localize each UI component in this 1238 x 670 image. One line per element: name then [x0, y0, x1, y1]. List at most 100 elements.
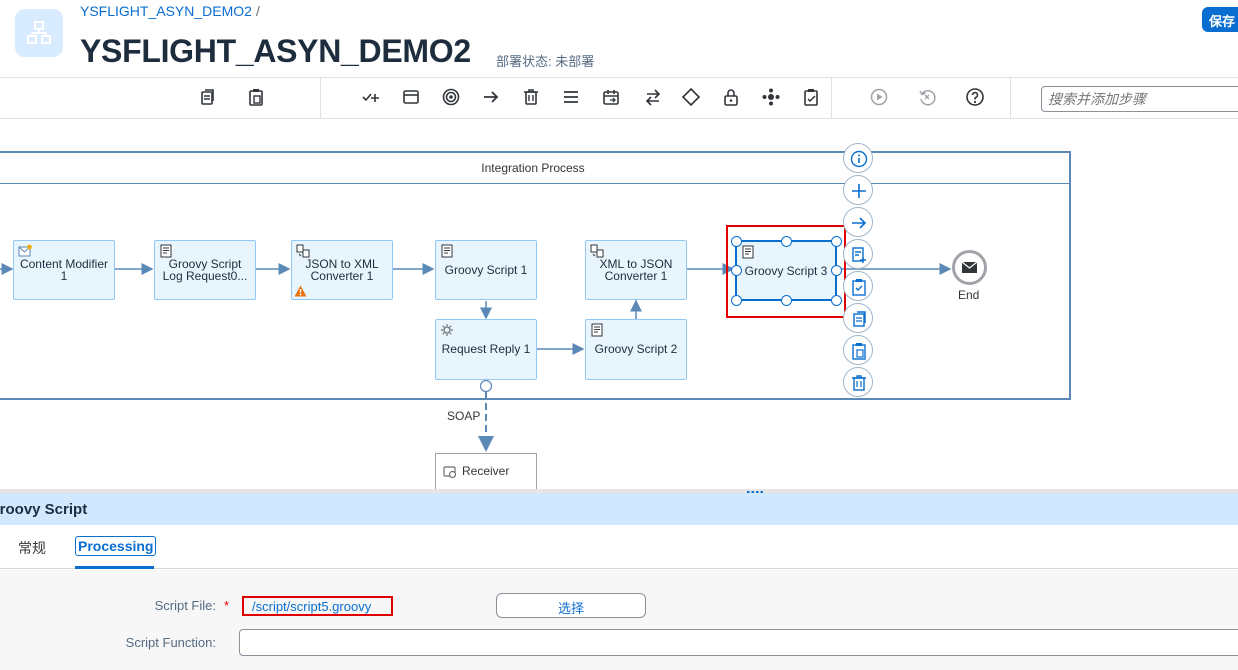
add-step-icon[interactable] — [361, 87, 383, 109]
breadcrumb: YSFLIGHT_ASYN_DEMO2/ — [80, 3, 260, 19]
step-label: Groovy Script — [168, 257, 242, 271]
menu-icon[interactable] — [561, 87, 583, 109]
step-groovy-log-request[interactable]: Groovy Script Log Request0... — [154, 240, 256, 300]
resize-handle[interactable] — [831, 265, 842, 276]
step-groovy-script-3[interactable]: Groovy Script 3 — [735, 240, 837, 301]
property-panel-header: Groovy Script — [0, 493, 1238, 525]
clipboard-check-icon[interactable] — [843, 271, 873, 301]
step-xml-to-json[interactable]: XML to JSON Converter 1 — [585, 240, 687, 300]
target-icon[interactable] — [441, 87, 463, 109]
content-modifier-icon — [18, 244, 32, 257]
connect-arrow-icon[interactable] — [843, 207, 873, 237]
delete-icon[interactable] — [521, 87, 543, 109]
lock-icon[interactable] — [721, 87, 743, 109]
toolbar-separator — [320, 78, 321, 118]
window-icon[interactable] — [401, 87, 423, 109]
selection-highlight-box — [726, 225, 846, 318]
tab-processing[interactable]: Processing — [75, 536, 157, 556]
swap-icon[interactable] — [643, 87, 665, 109]
script-icon — [160, 244, 172, 258]
gear-icon — [441, 324, 453, 336]
toolbar-separator — [831, 78, 832, 118]
toolbar-separator — [1010, 78, 1011, 118]
step-label: Groovy Script 3 — [744, 264, 828, 278]
script-icon — [591, 323, 603, 337]
step-request-reply[interactable]: Request Reply 1 — [435, 319, 537, 380]
step-label: Groovy Script 2 — [594, 342, 678, 356]
resize-handle[interactable] — [831, 236, 842, 247]
delete-icon[interactable] — [843, 367, 873, 397]
breadcrumb-link[interactable]: YSFLIGHT_ASYN_DEMO2 — [80, 3, 252, 19]
channel-anchor[interactable] — [479, 379, 493, 393]
resize-handle[interactable] — [731, 265, 742, 276]
copy-icon[interactable] — [843, 303, 873, 333]
processing-form: Script File: * /script/script5.groovy 选择… — [0, 570, 1238, 670]
editor-toolbar — [0, 77, 1238, 119]
deploy-status: 部署状态: 未部署 — [496, 54, 595, 69]
integration-flow-icon — [15, 9, 63, 57]
step-label: JSON to XML — [305, 257, 379, 271]
paste-icon[interactable] — [246, 87, 268, 109]
script-file-label: Script File: — [154, 598, 216, 613]
info-icon[interactable] — [843, 143, 873, 173]
clipboard-check-icon[interactable] — [801, 87, 823, 109]
step-label: Request Reply 1 — [441, 342, 531, 356]
receiver-label: Receiver — [462, 464, 510, 478]
converter-icon — [296, 244, 310, 258]
undo-icon[interactable] — [917, 87, 939, 109]
breadcrumb-separator: / — [255, 3, 260, 19]
converter-icon — [590, 244, 604, 258]
active-tab-indicator — [75, 566, 154, 569]
step-content-modifier[interactable]: Content Modifier 1 — [13, 240, 115, 300]
settings-cluster-icon[interactable] — [761, 87, 783, 109]
step-search-input[interactable] — [1042, 87, 1232, 111]
receiver-icon — [443, 466, 457, 479]
resize-handle[interactable] — [731, 295, 742, 306]
resize-handle[interactable] — [731, 236, 742, 247]
tab-general[interactable]: 常规 — [18, 540, 46, 556]
integration-process-pool[interactable]: Integration Process — [0, 151, 1071, 400]
script-icon — [441, 244, 453, 258]
soap-adapter-label[interactable]: SOAP — [447, 409, 481, 423]
resize-handle[interactable] — [781, 295, 792, 306]
step-groovy-script-1[interactable]: Groovy Script 1 — [435, 240, 537, 300]
paste-icon[interactable] — [843, 335, 873, 365]
script-file-link[interactable]: /script/script5.groovy — [242, 596, 393, 616]
step-label: Log Request0... — [162, 269, 248, 283]
step-search-box[interactable] — [1041, 86, 1238, 112]
required-marker: * — [224, 598, 230, 613]
copy-icon[interactable] — [197, 87, 219, 109]
step-label: Converter 1 — [604, 269, 668, 283]
script-icon — [742, 245, 754, 259]
script-function-input[interactable] — [239, 629, 1238, 656]
add-step-after-icon[interactable] — [843, 239, 873, 269]
add-icon[interactable] — [843, 175, 873, 205]
receiver-participant[interactable]: Receiver — [435, 453, 537, 489]
step-groovy-script-2[interactable]: Groovy Script 2 — [585, 319, 687, 380]
resize-handle[interactable] — [781, 236, 792, 247]
flow-connectors — [0, 263, 952, 452]
page-header: YSFLIGHT_ASYN_DEMO2/ YSFLIGHT_ASYN_DEMO2… — [0, 0, 1238, 77]
pool-title: Integration Process — [481, 161, 585, 175]
property-tabs: 常规 Processing — [0, 525, 1238, 569]
diamond-icon[interactable] — [681, 87, 703, 109]
play-icon[interactable] — [869, 87, 891, 109]
resize-handle[interactable] — [831, 295, 842, 306]
help-icon[interactable] — [965, 87, 987, 109]
panel-splitter[interactable] — [0, 489, 1238, 493]
step-label: Groovy Script 1 — [444, 263, 528, 277]
end-event[interactable] — [952, 250, 987, 285]
warning-icon — [294, 285, 307, 297]
step-json-to-xml[interactable]: JSON to XML Converter 1 — [291, 240, 393, 300]
choose-button[interactable]: 选择 — [496, 593, 646, 618]
page-title: YSFLIGHT_ASYN_DEMO2 — [80, 33, 471, 69]
arrow-right-icon[interactable] — [481, 87, 503, 109]
pool-header: Integration Process — [0, 153, 1069, 184]
integration-flow-canvas[interactable]: Integration Process Content Modifier 1 G… — [0, 119, 1238, 489]
property-panel-title: Groovy Script — [0, 501, 88, 518]
end-event-label: End — [958, 288, 980, 302]
calendar-icon[interactable] — [601, 87, 623, 109]
step-label: 1 — [60, 269, 68, 283]
save-button[interactable]: 保存 — [1202, 7, 1238, 32]
